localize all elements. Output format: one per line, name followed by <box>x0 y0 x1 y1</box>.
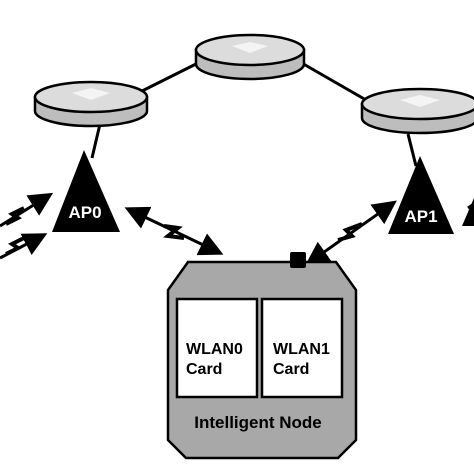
link-router1-router2 <box>299 60 367 102</box>
wlan0-card <box>175 297 259 399</box>
wlan1-card-line1: WLAN1 <box>273 341 330 358</box>
intelligent-node: WLAN0 Card WLAN1 Card Intelligent Node <box>166 252 358 460</box>
router-icon <box>360 87 474 135</box>
router-icon <box>194 33 306 81</box>
wireless-link-icon <box>467 202 474 210</box>
wireless-link-icon <box>0 192 54 260</box>
wireless-link-icon <box>124 206 224 256</box>
access-point-icon <box>52 150 120 232</box>
access-point-ap1: AP1 <box>388 156 454 234</box>
intelligent-node-title: Intelligent Node <box>194 413 322 432</box>
antenna-icon <box>290 252 306 268</box>
link-router0-ap0 <box>90 123 102 159</box>
ap0-label: AP0 <box>68 203 101 222</box>
link-router2-ap1 <box>406 133 418 167</box>
access-point-icon <box>388 156 454 234</box>
wlan0-card-line1: WLAN0 <box>186 341 243 358</box>
access-point-icon <box>462 198 474 226</box>
wlan1-card <box>260 297 344 399</box>
wired-links <box>90 60 418 167</box>
wlan1-card-line2: Card <box>273 361 309 378</box>
link-router0-router1 <box>139 60 201 94</box>
wireless-link-icon <box>305 200 397 266</box>
wlan0-card-line2: Card <box>186 361 222 378</box>
access-point-ap0: AP0 <box>52 150 120 232</box>
ap1-label: AP1 <box>404 207 437 226</box>
router-icon <box>33 80 149 128</box>
